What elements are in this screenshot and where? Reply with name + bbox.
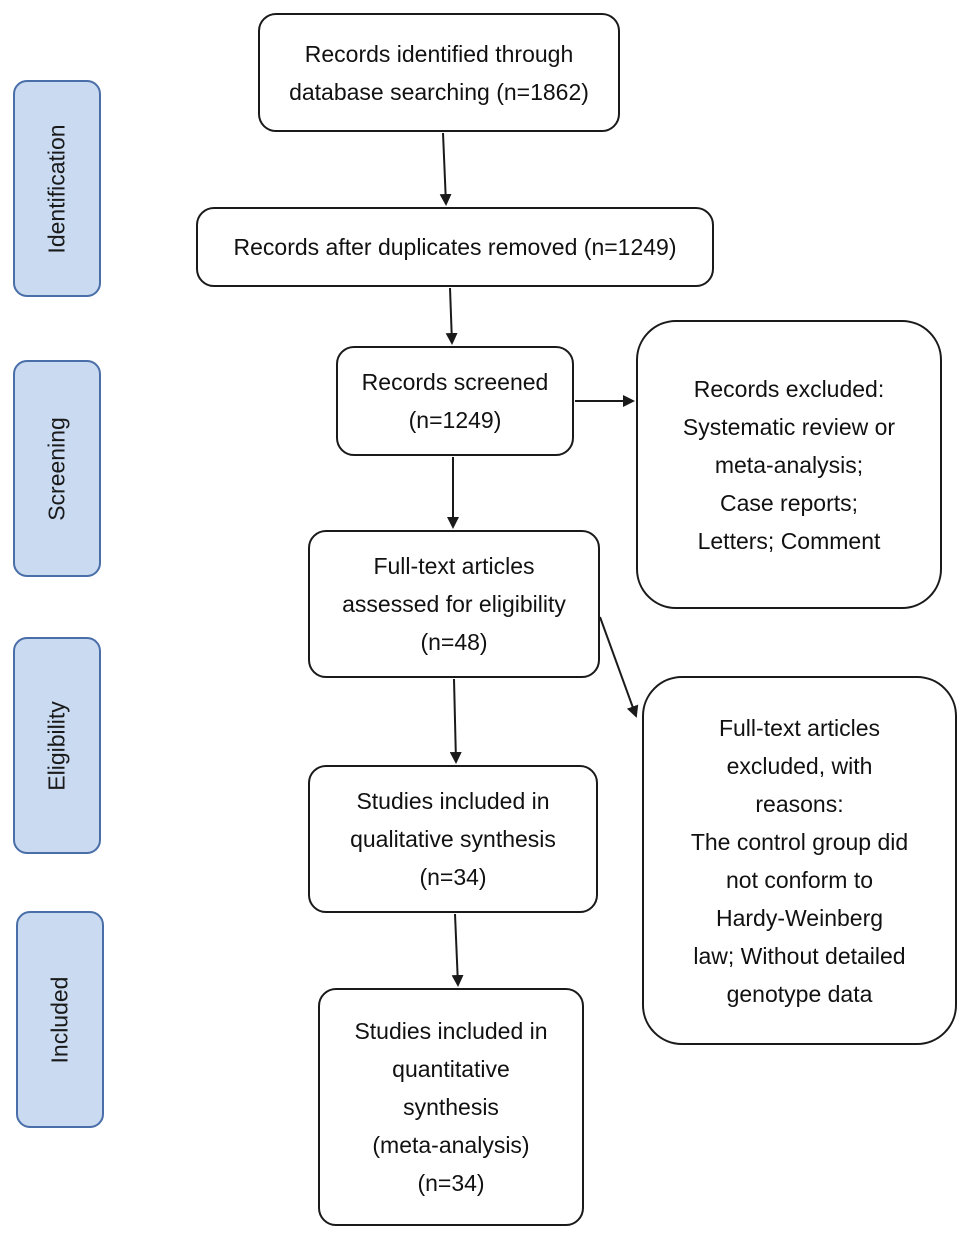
box-line: assessed for eligibility [342, 591, 566, 617]
box-line: reasons: [755, 790, 844, 817]
box-line: synthesis [403, 1094, 499, 1120]
box-line: Records screened [361, 369, 549, 395]
box-line: Case reports; [719, 489, 859, 516]
stage-eligibility: Eligibility [13, 637, 101, 854]
box-line: quantitative [392, 1056, 510, 1082]
box-line: (meta-analysis) [372, 1132, 530, 1158]
box-line: genotype data [726, 980, 873, 1007]
box-line: (n=48) [420, 629, 488, 655]
box-line: qualitative synthesis [350, 826, 556, 852]
box-line: (n=34) [419, 864, 487, 890]
box-records-excluded: Records excluded: Systematic review or m… [636, 320, 942, 609]
stage-included: Included [16, 911, 104, 1128]
box-line: (n=1249) [408, 407, 502, 433]
box-records-screened: Records screened (n=1249) [336, 346, 574, 456]
box-fulltext-excluded: Full-text articles excluded, with reason… [642, 676, 957, 1045]
arrow-fulltext-to-qualitative [449, 678, 462, 764]
box-line: excluded, with [726, 752, 873, 779]
box-line: database searching (n=1862) [289, 78, 589, 105]
box-records-identified: Records identified through database sear… [258, 13, 620, 132]
box-line: Letters; Comment [697, 527, 881, 554]
box-line: Full-text articles [373, 553, 535, 579]
box-line: Hardy-Weinberg [715, 904, 884, 931]
arrow-duplicates-to-screened [445, 287, 458, 345]
box-fulltext-assessed: Full-text articles assessed for eligibil… [308, 530, 600, 678]
box-line: meta-analysis; [714, 451, 864, 478]
box-after-duplicates: Records after duplicates removed (n=1249… [196, 207, 714, 287]
box-line: The control group did [690, 828, 909, 855]
stage-identification: Identification [13, 80, 101, 297]
box-line: Full-text articles [718, 714, 881, 741]
box-line: Records excluded: [693, 375, 885, 402]
box-line: not conform to [725, 866, 874, 893]
box-quantitative-synthesis: Studies included in quantitative synthes… [318, 988, 584, 1226]
box-line: Records after duplicates removed (n=1249… [233, 234, 677, 260]
stage-screening: Screening [13, 360, 101, 577]
box-qualitative-synthesis: Studies included in qualitative synthesi… [308, 765, 598, 913]
box-line: Systematic review or [682, 413, 896, 440]
box-line: (n=34) [417, 1170, 485, 1196]
arrow-fulltext-to-excluded [599, 616, 639, 718]
box-line: law; Without detailed [693, 942, 906, 969]
box-line: Studies included in [356, 788, 550, 814]
arrow-qualitative-to-quantitative [451, 913, 464, 987]
box-line: Studies included in [354, 1018, 548, 1044]
box-line: Records identified through [304, 40, 574, 67]
arrow-identified-to-duplicates [439, 132, 452, 206]
